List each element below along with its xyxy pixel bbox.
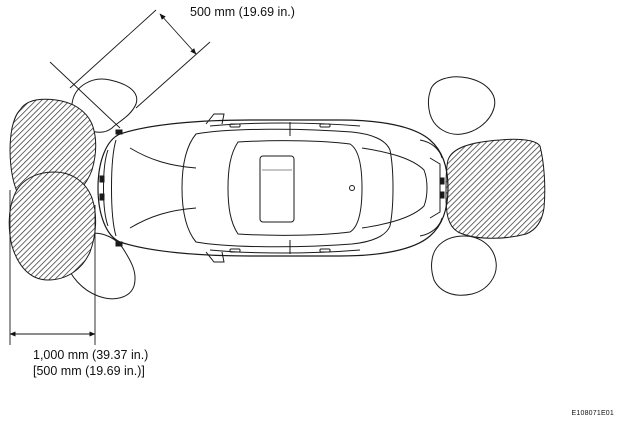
front-distance-label: 1,000 mm (39.37 in.) [500 mm (19.69 in.)… <box>33 347 148 379</box>
figure-code: E108071E01 <box>571 410 614 417</box>
front-distance-label-primary: 1,000 mm (39.37 in.) <box>33 348 149 362</box>
side-distance-label: 500 mm (19.69 in.) <box>190 5 295 19</box>
rear-corner-sensor-zone-upper <box>428 76 496 135</box>
car-top-view-icon <box>97 113 449 263</box>
dimension-arrow-icon <box>159 13 197 55</box>
side-distance-dimension <box>49 9 211 129</box>
front-detection-zone-lower <box>8 171 97 281</box>
rear-detection-zone <box>445 138 546 239</box>
front-distance-label-secondary: [500 mm (19.69 in.)] <box>33 364 145 378</box>
rear-corner-sensor-zone-lower <box>431 235 497 296</box>
front-distance-dimension <box>9 190 96 345</box>
